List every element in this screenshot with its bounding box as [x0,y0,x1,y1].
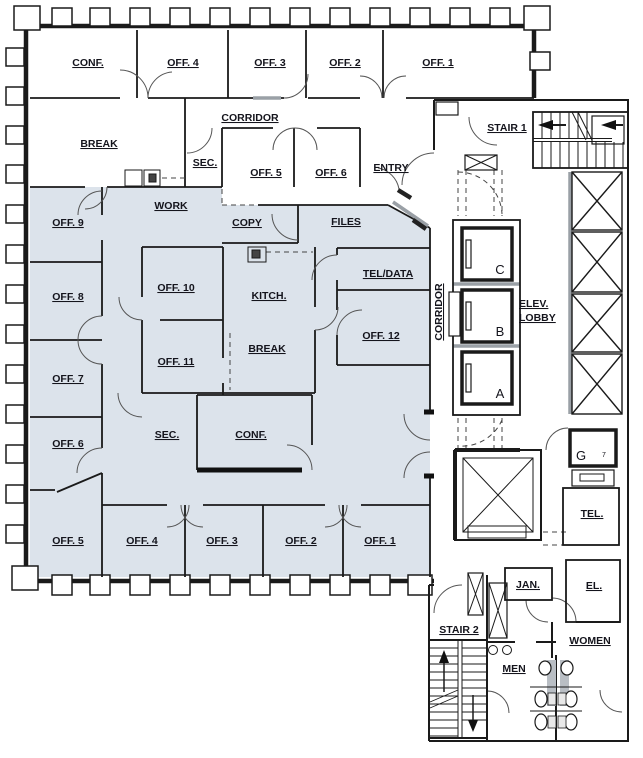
room-label-off7: OFF. 7 [52,373,84,385]
restroom-fixtures [488,645,582,731]
room-label-off1-top: OFF. 1 [422,57,454,69]
room-label-conf-top: CONF. [72,57,104,69]
room-label-corridor-core: CORRIDOR [433,283,445,341]
room-label-women: WOMEN [569,635,610,647]
room-label-men: MEN [502,663,525,675]
room-label-elev-lobby-line2: LOBBY [519,312,556,324]
room-label-off6-left: OFF. 6 [52,438,84,450]
room-label-off8: OFF. 8 [52,291,84,303]
room-label-off5-bottom: OFF. 5 [52,535,84,547]
room-label-off10: OFF. 10 [157,282,195,294]
room-label-sec-top: SEC. [193,157,218,169]
room-label-copy: COPY [232,217,262,229]
stair-2 [428,639,488,739]
room-label-jan: JAN. [516,579,540,591]
room-label-elev-lobby-line1: ELEV. [519,298,548,310]
room-label-off11: OFF. 11 [158,356,195,368]
room-label-off3-bottom: OFF. 3 [206,535,238,547]
room-label-files: FILES [331,216,361,228]
elevator-car-b-label: B [496,324,505,339]
shaft-boxes [453,171,623,639]
door-swing-arcs [76,69,623,714]
room-label-off9: OFF. 9 [52,217,84,229]
room-label-corridor-top: CORRIDOR [221,112,279,124]
room-label-el: EL. [586,580,602,592]
room-label-off3-top: OFF. 3 [254,57,286,69]
elevator-car-c-label: C [495,262,504,277]
gray-wall-accents [253,96,572,414]
room-label-break-top: BREAK [80,138,118,150]
room-label-off1-bottom: OFF. 1 [364,535,396,547]
room-label-off4-bottom: OFF. 4 [126,535,158,547]
room-label-entry: ENTRY [373,162,408,174]
room-label-off4-top: OFF. 4 [167,57,199,69]
room-label-kitch: KITCH. [252,290,287,302]
accent-walls [197,409,434,479]
core-small-rooms [504,428,621,623]
room-label-stair1: STAIR 1 [487,122,527,134]
stair-1 [532,111,629,169]
kitchen-fixtures [124,169,267,263]
room-label-sec-inner: SEC. [155,429,180,441]
room-label-tel: TEL. [581,508,604,520]
room-label-off2-top: OFF. 2 [329,57,361,69]
room-tag-7: 7 [602,452,606,459]
room-label-off2-bottom: OFF. 2 [285,535,317,547]
room-label-off12: OFF. 12 [362,330,400,342]
core-vestibule-rect [435,101,459,116]
exterior-walls [20,22,537,584]
room-label-stair2: STAIR 2 [439,624,479,636]
entry-door-leaves [396,188,428,231]
elevator-car-a-label: A [496,386,505,401]
elevator-bank [448,154,521,416]
room-label-conf-inner: CONF. [235,429,267,441]
room-label-work: WORK [154,200,188,212]
dashed-lines [162,170,566,546]
room-label-off5-top: OFF. 5 [250,167,282,179]
room-label-break-inner: BREAK [248,343,286,355]
room-label-teldata: TEL/DATA [363,268,414,280]
room-labels: CONF. OFF. 4 OFF. 3 OFF. 2 OFF. 1 CORRID… [52,57,610,675]
room-label-g: G [576,448,586,463]
room-label-off6-top: OFF. 6 [315,167,347,179]
